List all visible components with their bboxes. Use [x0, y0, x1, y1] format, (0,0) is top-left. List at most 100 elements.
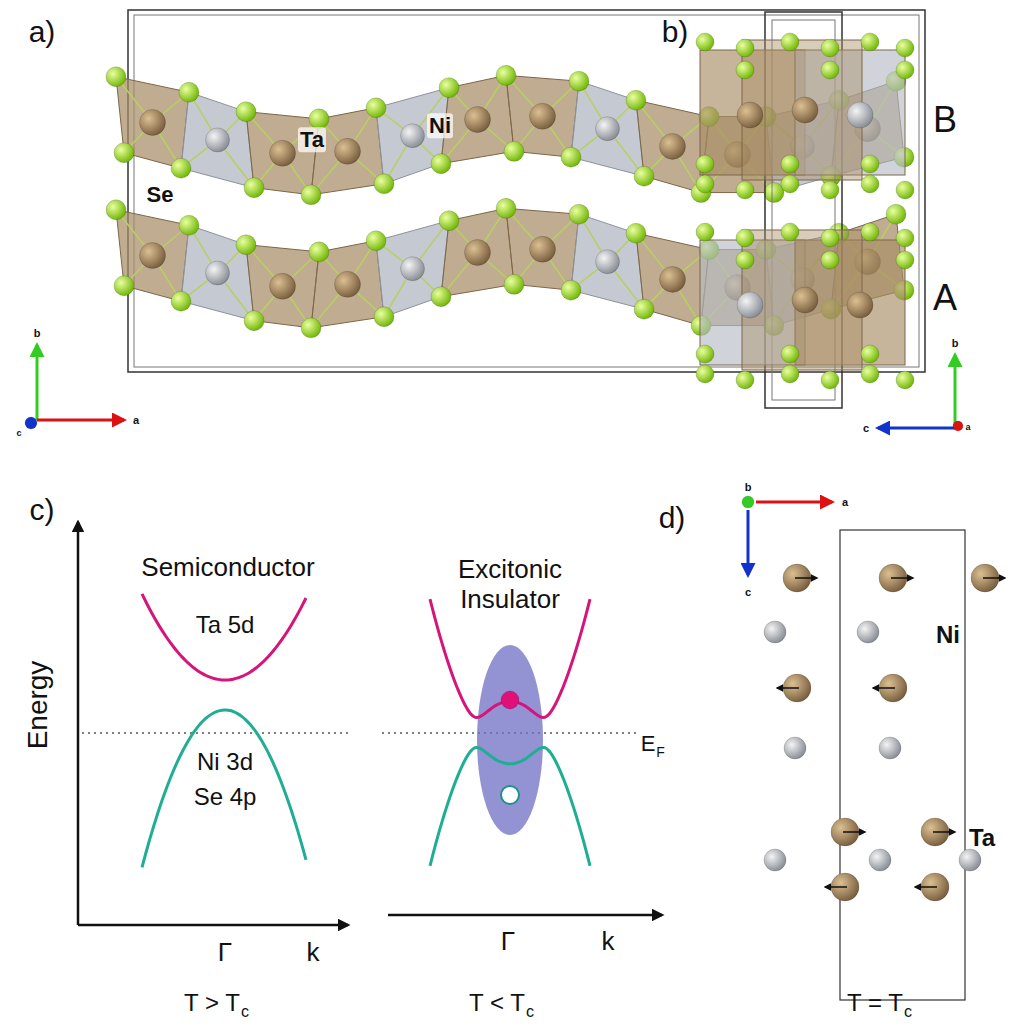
- se-atom: [569, 71, 589, 91]
- se-atom: [736, 251, 754, 269]
- se-atom: [309, 242, 329, 262]
- se-atom: [561, 280, 581, 300]
- se-atom: [171, 291, 191, 311]
- ta-atom: [140, 109, 166, 135]
- ni-atom: [401, 124, 425, 148]
- axis-label: a: [133, 414, 139, 427]
- crystal-structure-b: [696, 12, 914, 408]
- fermi-label: E: [641, 731, 656, 756]
- metal-atom: [847, 292, 873, 318]
- displacement-arrow: [933, 831, 955, 833]
- axis-label: b: [745, 481, 752, 494]
- se-atom: [106, 67, 126, 87]
- se-atom: [896, 39, 914, 57]
- se-atom: [861, 345, 879, 363]
- metal-atom: [847, 102, 873, 128]
- displacement-arrow: [983, 577, 1005, 579]
- atom-label: Ni: [936, 621, 960, 649]
- ta-atom: [465, 107, 491, 133]
- axis-b: [36, 345, 39, 420]
- axis-label: c: [745, 586, 751, 599]
- displacement-arrow: [777, 687, 799, 689]
- se-atom: [821, 229, 839, 247]
- axis-b: [742, 496, 754, 508]
- se-atom: [236, 102, 256, 122]
- displacement-arrow: [795, 577, 817, 579]
- se-atom: [309, 109, 329, 129]
- axis-label: k: [307, 938, 320, 968]
- se-atom: [736, 61, 754, 79]
- axis-c: [878, 427, 955, 430]
- ta-atom: [465, 240, 491, 266]
- axis-triad: [878, 355, 963, 431]
- panel-label: b): [662, 15, 689, 50]
- axis-c: [747, 510, 750, 575]
- ni-atom: [879, 737, 901, 759]
- ta-atom: [792, 97, 818, 123]
- displacement-arrow: [843, 831, 865, 833]
- se-atom: [696, 155, 714, 173]
- band-diagram: [78, 522, 662, 925]
- se-atom: [496, 198, 516, 218]
- se-atom: [496, 65, 516, 85]
- panel-label: d): [659, 501, 686, 536]
- displacement-arrow: [825, 886, 847, 888]
- se-atom: [861, 223, 879, 241]
- se-atom: [569, 204, 589, 224]
- se-atom: [861, 175, 879, 193]
- k-axis: [78, 924, 348, 927]
- temperature-label: T = T: [847, 989, 903, 1017]
- axis-a: [756, 501, 832, 504]
- se-atom: [374, 174, 394, 194]
- se-atom: [696, 33, 714, 51]
- se-atom: [374, 307, 394, 327]
- ni-atom: [869, 849, 891, 871]
- se-atom: [431, 287, 451, 307]
- layer-label: B: [933, 99, 957, 140]
- ta-atom: [140, 242, 166, 268]
- axis-label: b: [952, 337, 959, 350]
- se-atom: [106, 200, 126, 220]
- ni-atom: [784, 737, 806, 759]
- axis-a: [37, 419, 124, 422]
- se-atom: [431, 154, 451, 174]
- panel-label: c): [30, 493, 55, 528]
- se-atom: [821, 181, 839, 199]
- axis-label: c: [16, 428, 21, 438]
- ni-atom: [764, 621, 786, 643]
- axis-triad: [25, 345, 124, 429]
- se-atom: [179, 82, 199, 102]
- axis-c: [25, 417, 37, 429]
- se-atom: [439, 78, 459, 98]
- se-atom: [821, 251, 839, 269]
- se-atom: [439, 211, 459, 231]
- se-atom: [821, 371, 839, 389]
- metal-atom: [737, 102, 763, 128]
- temperature-label: T < T: [469, 989, 525, 1017]
- se-atom: [696, 365, 714, 383]
- se-atom: [244, 311, 264, 331]
- ni-atom: [206, 128, 230, 152]
- ni-atom: [857, 621, 879, 643]
- se-atom: [896, 181, 914, 199]
- atom-label: Ni: [427, 113, 453, 138]
- axis-a: [953, 421, 963, 431]
- axis-label: k: [602, 927, 615, 957]
- se-atom: [736, 39, 754, 57]
- se-atom: [781, 223, 799, 241]
- se-atom: [736, 371, 754, 389]
- se-atom: [736, 181, 754, 199]
- axis-b: [954, 355, 957, 428]
- axis-label: c: [863, 422, 869, 435]
- displacement-arrow: [873, 687, 895, 689]
- ta-atom: [335, 138, 361, 164]
- temperature-label: T > T: [184, 989, 240, 1017]
- displacement-arrow: [891, 577, 913, 579]
- ni-atom: [596, 117, 620, 141]
- se-atom: [504, 274, 524, 294]
- atom-label: Ta: [298, 127, 326, 152]
- distortion-pattern: [742, 496, 1005, 1000]
- ta-atom: [270, 140, 296, 166]
